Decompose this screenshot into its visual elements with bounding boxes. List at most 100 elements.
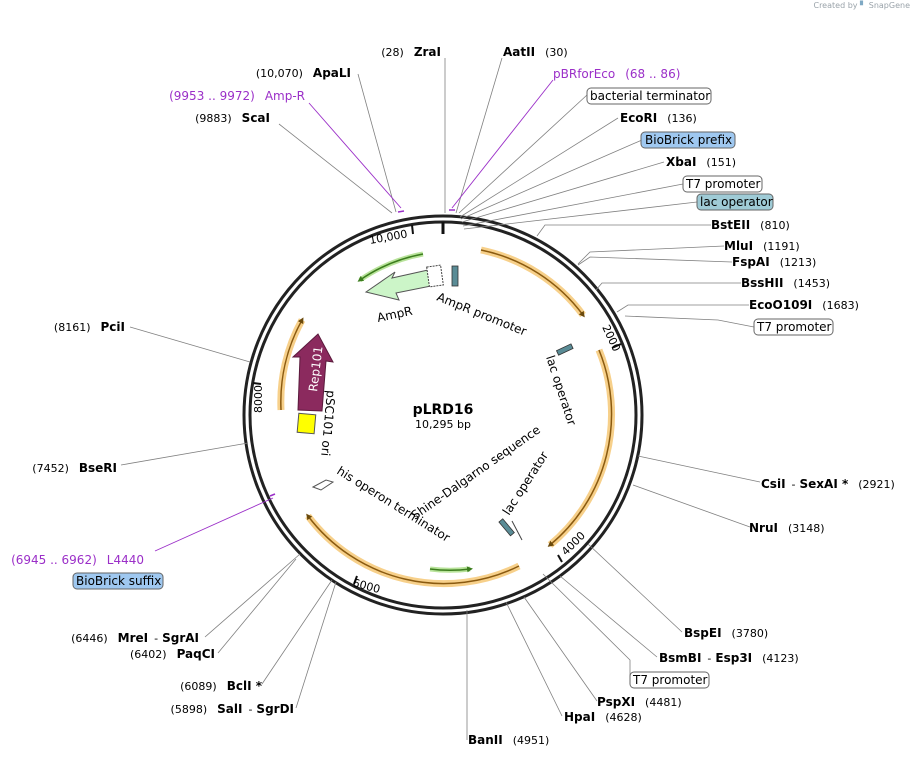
enzyme-pos: (4628) <box>605 711 642 724</box>
enzyme-name: BstEII <box>711 218 750 232</box>
enzyme-pos: (4951) <box>513 734 550 747</box>
enzyme-sep: - <box>248 703 252 716</box>
feature-label: T7 promoter <box>685 177 761 191</box>
enzyme-pos: (3780) <box>732 627 769 640</box>
tick-mark-6000 <box>353 575 358 585</box>
ampr-promoter-label: AmpR promoter <box>435 290 529 339</box>
enzyme-pspxi: PspXI (4481) <box>597 695 682 709</box>
orf-arc-3 <box>306 513 520 585</box>
enzyme-hpai: HpaI(4628) <box>564 710 642 724</box>
enzyme-pos: (1213) <box>780 256 817 269</box>
enzyme-name: PspXI <box>597 695 635 709</box>
feature-bacterial-terminator: bacterial terminator <box>586 87 712 105</box>
feature-t7-promoter-3: T7 promoter <box>629 671 710 689</box>
enzyme-sep: - <box>154 632 158 645</box>
tick-label-10000: 10,000 <box>368 227 408 246</box>
psc101-ori-box <box>296 412 317 435</box>
enzyme-pos: (10,070) <box>256 67 303 80</box>
enzyme-bsshii: BssHII (1453) <box>741 276 830 290</box>
orf-arc-1 <box>480 249 585 318</box>
snapgene-logo-icon: ▘ <box>860 1 867 10</box>
enzyme-bcli: (6089)BclI * <box>180 679 263 693</box>
lac-operator-mark-top <box>451 265 459 287</box>
enzyme-sep: - <box>707 652 711 665</box>
primer-mark-amp-r <box>397 210 405 213</box>
primer-name: pBRforEco <box>553 67 615 81</box>
primer-range: (68 .. 86) <box>625 67 680 81</box>
enzyme-name: PciI <box>101 320 126 334</box>
snapgene-credit: Created by ▘ SnapGene <box>813 1 910 10</box>
enzyme-pos: (1453) <box>793 277 830 290</box>
enzyme-name: NruI <box>749 521 778 535</box>
enzyme-name: BspEI <box>684 626 722 640</box>
enzyme-name: BsmBI <box>659 651 701 665</box>
rep101-label: Rep101 <box>306 345 325 392</box>
orf-arc-glow-3 <box>305 513 521 588</box>
enzyme-name: CsiI <box>761 477 786 491</box>
enzyme-name: AatII <box>503 45 535 59</box>
enzyme-pos: (1191) <box>763 240 800 253</box>
enzyme-pos: (30) <box>545 46 568 59</box>
psc101-ori-label: pSC101 ori <box>318 390 338 457</box>
primer-leader-lines <box>154 79 554 552</box>
primer-name: Amp-R <box>265 89 305 103</box>
primer-pbrforeco: pBRforEco (68 .. 86) <box>553 67 680 81</box>
enzyme-paqci: (6402)PaqCI <box>130 647 215 661</box>
enzyme-pos: (9883) <box>195 112 232 125</box>
shine-dalgarno-mark <box>511 520 523 541</box>
enzyme-name: BseRI <box>79 461 117 475</box>
enzyme-pos: (6446) <box>71 632 108 645</box>
enzyme-pos: (810) <box>760 219 790 232</box>
enzyme-pcii: (8161)PciI <box>54 320 125 334</box>
feature-biobrick-suffix: BioBrick suffix <box>72 572 164 590</box>
enzyme-pos: (136) <box>667 112 697 125</box>
enzyme-name: MluI <box>724 239 753 253</box>
ampr-promoter-box <box>426 264 444 288</box>
enzyme-nrui: NruI (3148) <box>749 521 825 535</box>
enzyme-sali-sgrdi: (5898)SalI-SgrDI <box>171 702 294 716</box>
enzyme-name: EcoRI <box>620 111 657 125</box>
green-arc-upper-core <box>357 253 424 282</box>
enzyme-name: ScaI <box>242 111 270 125</box>
lac-operator-mark-1 <box>555 343 574 356</box>
primer-range: (6945 .. 6962) <box>11 553 97 567</box>
feature-label: BioBrick suffix <box>76 574 161 588</box>
enzyme-ecori: EcoRI (136) <box>620 111 697 125</box>
primer-mark-l4440 <box>269 493 276 497</box>
enzyme-name: SalI <box>217 702 242 716</box>
feature-label: BioBrick prefix <box>645 133 732 147</box>
enzyme-xbai: XbaI(151) <box>666 155 736 169</box>
tick-mark-10000 <box>411 224 414 235</box>
enzyme-bspei: BspEI (3780) <box>684 626 768 640</box>
rep101-arrow <box>291 333 334 412</box>
enzyme-aatii: AatII (30) <box>503 45 568 59</box>
enzyme-name: BssHII <box>741 276 783 290</box>
plasmid-name: pLRD16 <box>413 402 474 418</box>
feature-label: lac operator <box>700 195 773 209</box>
enzyme-pos: (2921) <box>858 478 895 491</box>
plasmid-size: 10,295 bp <box>415 418 471 431</box>
enzyme-pos: (28) <box>381 46 404 59</box>
leader-lines <box>120 57 761 740</box>
enzyme-pos: (6089) <box>180 680 217 693</box>
green-arc-lower-core <box>429 566 473 573</box>
enzyme-name: EcoO109I <box>749 298 812 312</box>
primer-name: L4440 <box>107 553 144 567</box>
orf-arc-4 <box>280 317 304 411</box>
enzyme-pos: (5898) <box>171 703 208 716</box>
feature-label: bacterial terminator <box>590 89 710 103</box>
enzyme-bsmbi-esp3i: BsmBI-Esp3I(4123) <box>659 651 799 665</box>
enzyme-name: ZraI <box>414 45 441 59</box>
enzyme-zrai: (28) ZraI <box>381 45 441 59</box>
enzyme-pos: (3148) <box>788 522 825 535</box>
primer-amp-r: (9953 .. 9972)Amp-R <box>169 89 305 103</box>
his-terminator-mark <box>311 479 335 491</box>
credit-prefix: Created by <box>813 1 858 10</box>
enzyme-pos: (4481) <box>645 696 682 709</box>
enzyme-scai: (9883) ScaI <box>195 111 270 125</box>
enzyme-name: ApaLI <box>313 66 351 80</box>
enzyme-pos: (6402) <box>130 648 167 661</box>
enzyme-name: BanII <box>468 733 503 747</box>
lac-operator-mark-2 <box>498 518 515 537</box>
